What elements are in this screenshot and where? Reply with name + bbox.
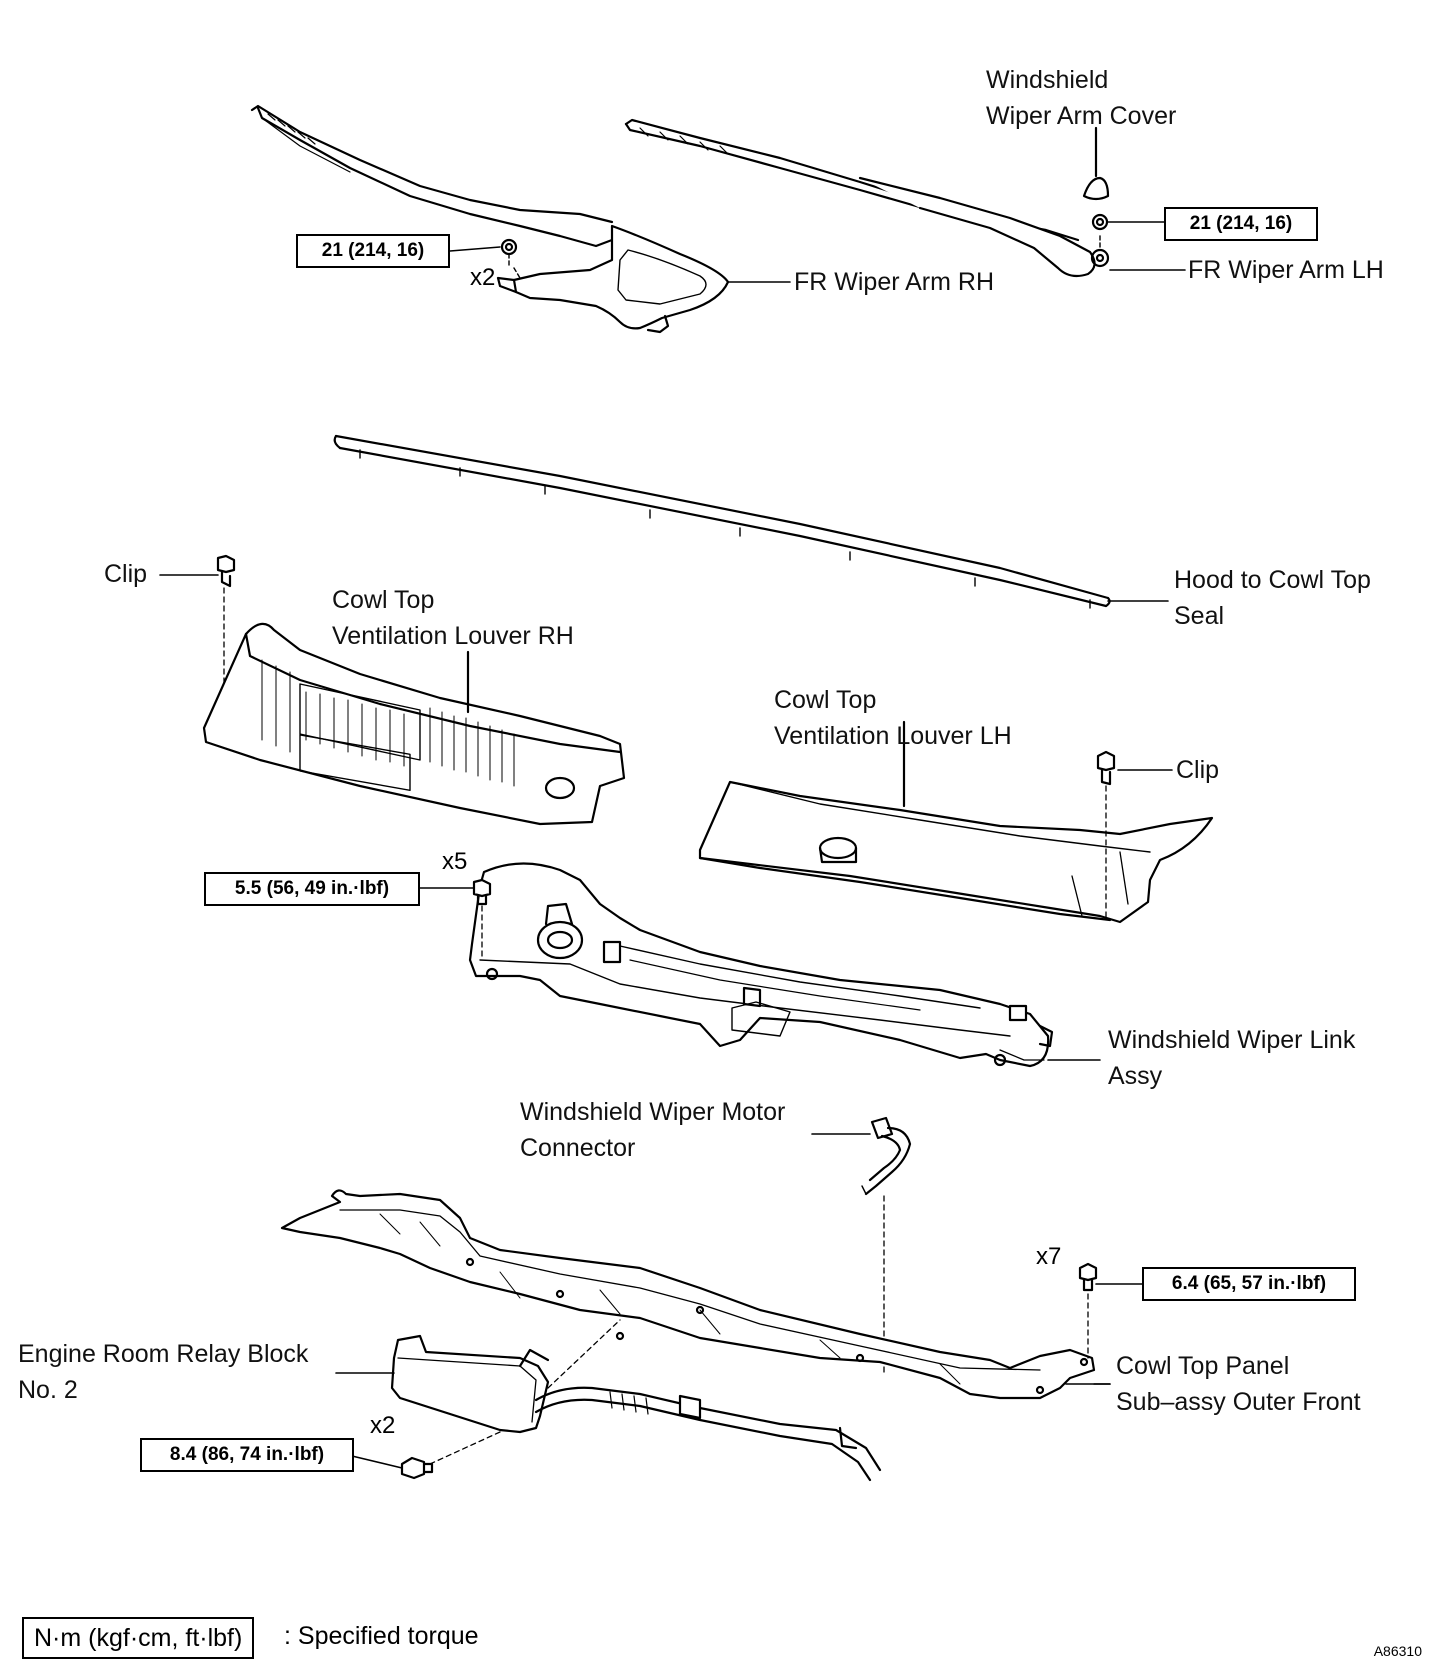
clip-right-drawing: [1096, 750, 1116, 921]
count-relay: x2: [370, 1412, 396, 1439]
count-arm-rh: x2: [470, 264, 496, 291]
label-cowl-top-panel: Cowl Top Panel Sub–assy Outer Front: [1116, 1352, 1361, 1416]
torque-box-link: 5.5 (56, 49 in.·lbf): [204, 872, 420, 906]
cowl-louver-rh-drawing: [202, 622, 626, 826]
wiper-arm-cover-shape: [1082, 176, 1110, 201]
arm-lh-nut: [1091, 213, 1109, 231]
label-engine-room-relay-block: Engine Room Relay Block No. 2: [18, 1340, 309, 1404]
label-fr-wiper-arm-rh: FR Wiper Arm RH: [794, 268, 994, 296]
torque-box-panel: 6.4 (65, 57 in.·lbf): [1142, 1267, 1356, 1301]
label-clip-left: Clip: [104, 560, 148, 588]
cowl-louver-lh-drawing: [698, 720, 1214, 924]
legend-text: : Specified torque: [284, 1622, 479, 1650]
count-link: x5: [442, 848, 468, 875]
figure-code: A86310: [1373, 1643, 1422, 1659]
label-cowl-louver-rh: Cowl Top Ventilation Louver RH: [332, 586, 574, 650]
label-fr-wiper-arm-lh: FR Wiper Arm LH: [1188, 256, 1384, 284]
label-hood-to-cowl-top-seal: Hood to Cowl Top Seal: [1174, 566, 1371, 630]
relay-block-drawing: [390, 1319, 882, 1482]
torque-box-arm-rh: 21 (214, 16): [296, 234, 450, 268]
clip-left-drawing: [216, 554, 236, 721]
label-wiper-link-assy: Windshield Wiper Link Assy: [1108, 1026, 1356, 1090]
count-panel: x7: [1036, 1243, 1062, 1270]
label-wiper-motor-connector: Windshield Wiper Motor Connector: [520, 1098, 786, 1162]
link-bolt-drawing: [472, 878, 492, 959]
wiper-link-assy-drawing: [468, 862, 1054, 1068]
cowl-top-panel-drawing: [280, 1189, 1096, 1400]
relay-bolt-drawing: [400, 1456, 434, 1480]
label-wiper-arm-cover: Windshield Wiper Arm Cover: [986, 66, 1177, 130]
panel-bolt-drawing: [1078, 1262, 1098, 1359]
leader-lines: [159, 221, 1186, 1469]
label-clip-right: Clip: [1176, 756, 1220, 784]
torque-box-relay: 8.4 (86, 74 in.·lbf): [140, 1438, 354, 1472]
torque-box-arm-lh: 21 (214, 16): [1164, 207, 1318, 241]
label-cowl-louver-lh: Cowl Top Ventilation Louver LH: [774, 686, 1012, 750]
legend-torque-unit-box: N·m (kgf·cm, ft·lbf): [22, 1617, 255, 1659]
motor-connector-drawing: [861, 1116, 912, 1373]
fr-wiper-arm-lh-drawing: [624, 118, 1110, 278]
fr-wiper-arm-rh-drawing: [250, 104, 730, 334]
hood-to-cowl-top-seal-drawing: [333, 434, 1111, 609]
